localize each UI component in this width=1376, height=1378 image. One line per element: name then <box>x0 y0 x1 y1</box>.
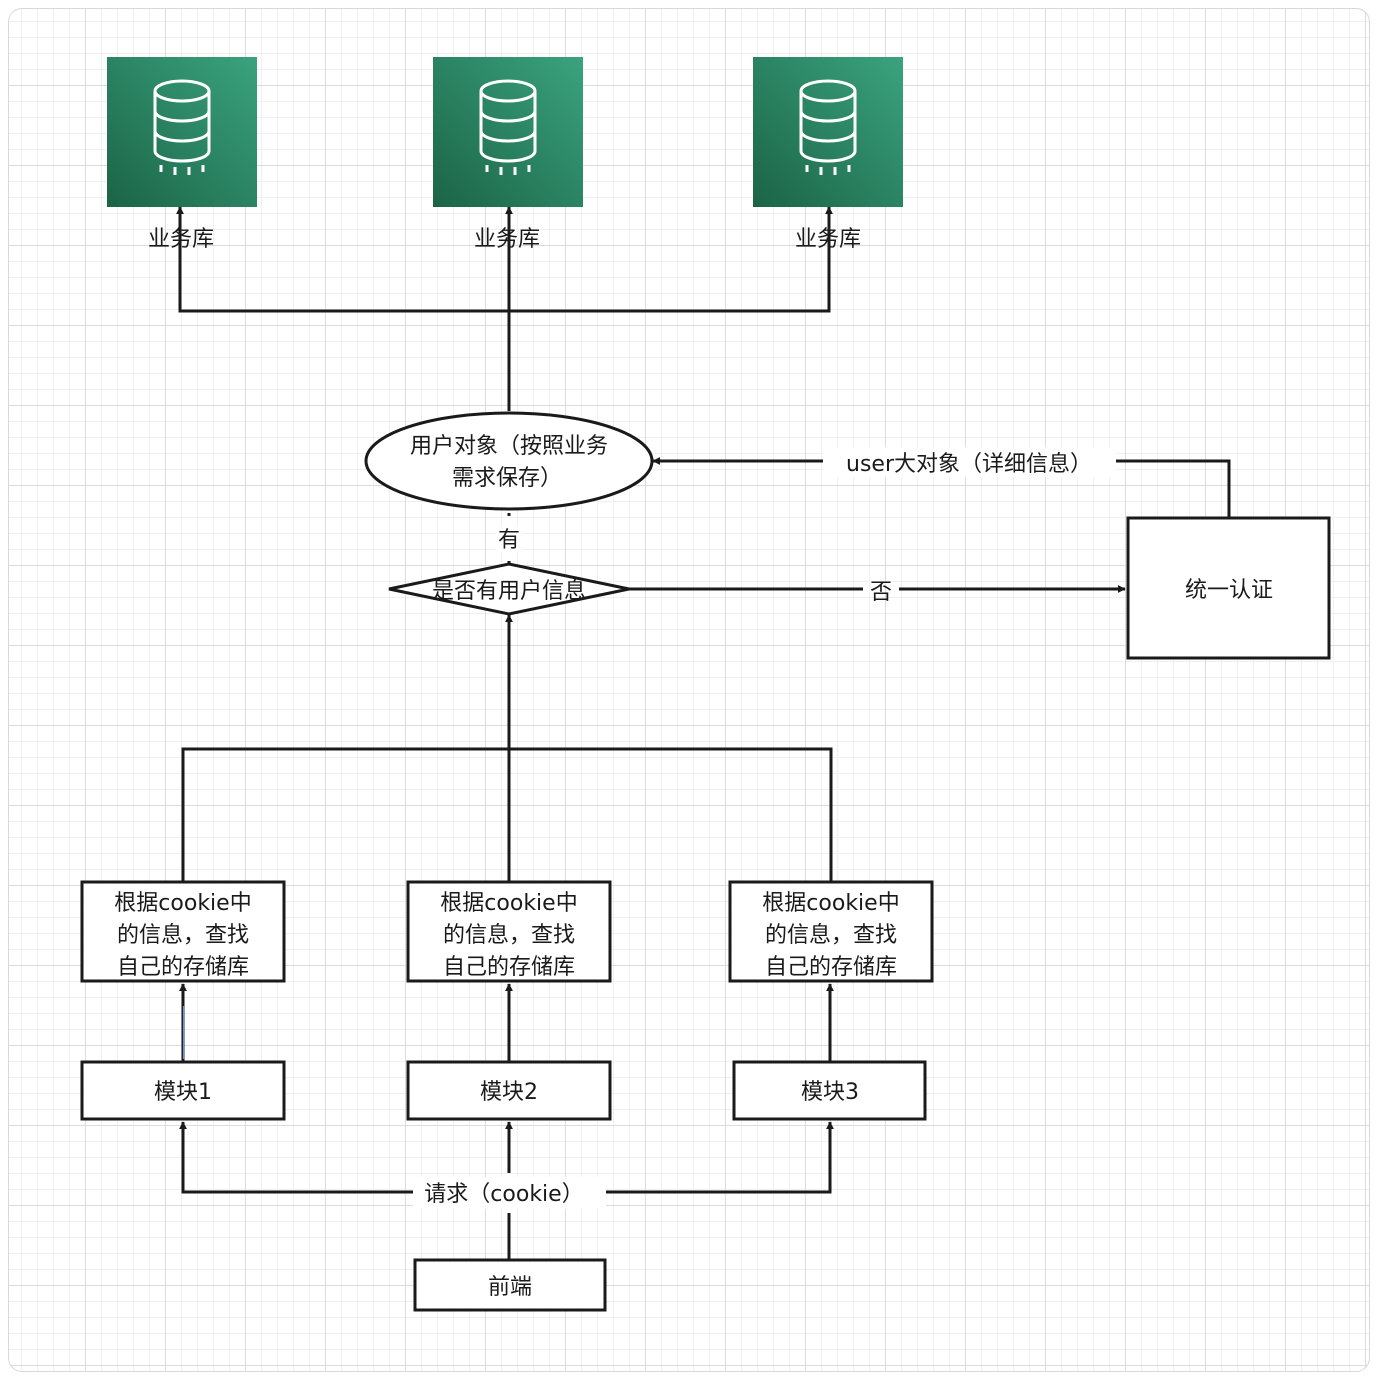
lookup-label-line2: 的信息，查找 <box>765 923 897 948</box>
user-object-node[interactable]: 用户对象（按照业务 需求保存） <box>364 411 654 511</box>
lookup-label-line1: 根据cookie中 <box>440 891 577 916</box>
module-node-1[interactable]: 模块1 <box>80 1060 286 1121</box>
lookup-label-line3: 自己的存储库 <box>443 955 575 980</box>
edge-label-user-big-object: user大对象（详细信息） <box>846 452 1092 477</box>
module-label: 模块1 <box>154 1080 212 1105</box>
database-node-3[interactable] <box>753 57 903 207</box>
decision-label: 是否有用户信息 <box>432 579 586 604</box>
diagram-canvas: 业务库 业务库 业务库 用户对象（按照业务 需求保存） user大对象（详细信息… <box>8 8 1370 1372</box>
edge-label-no: 否 <box>870 580 892 605</box>
edge-label-yes: 有 <box>498 528 520 553</box>
edge-auth-segment <box>1116 459 1231 518</box>
database-node-2[interactable] <box>433 57 583 207</box>
edge-request-to-module1 <box>179 1121 413 1194</box>
flowchart: 业务库 业务库 业务库 用户对象（按照业务 需求保存） user大对象（详细信息… <box>80 57 1331 1312</box>
frontend-label: 前端 <box>488 1275 532 1300</box>
database-label: 业务库 <box>795 227 861 252</box>
edge-userobject-to-db3 <box>509 206 833 313</box>
frontend-node[interactable]: 前端 <box>413 1258 607 1312</box>
lookup-node-1[interactable]: 根据cookie中 的信息，查找 自己的存储库 <box>80 880 286 983</box>
edge-lookups-bus <box>181 747 833 881</box>
lookup-label-line2: 的信息，查找 <box>117 923 249 948</box>
database-node-1[interactable] <box>107 57 257 207</box>
lookup-label-line1: 根据cookie中 <box>114 891 251 916</box>
edge-userobject-to-db1 <box>176 206 511 411</box>
unified-auth-node[interactable]: 统一认证 <box>1126 516 1331 660</box>
unified-auth-label: 统一认证 <box>1185 578 1273 603</box>
edge-label-request: 请求（cookie） <box>424 1182 583 1207</box>
database-label: 业务库 <box>474 227 540 252</box>
lookup-label-line1: 根据cookie中 <box>762 891 899 916</box>
module-label: 模块2 <box>480 1080 538 1105</box>
lookup-label-line2: 的信息，查找 <box>443 923 575 948</box>
lookup-node-3[interactable]: 根据cookie中 的信息，查找 自己的存储库 <box>728 880 934 983</box>
lookup-node-2[interactable]: 根据cookie中 的信息，查找 自己的存储库 <box>406 880 612 983</box>
edge-request-to-module3 <box>606 1121 834 1194</box>
user-object-label-line2: 需求保存） <box>452 466 562 491</box>
lookup-label-line3: 自己的存储库 <box>765 955 897 980</box>
database-label: 业务库 <box>148 227 214 252</box>
module-node-2[interactable]: 模块2 <box>406 1060 612 1121</box>
lookup-label-line3: 自己的存储库 <box>117 955 249 980</box>
module-node-3[interactable]: 模块3 <box>732 1060 927 1121</box>
decision-node[interactable]: 是否有用户信息 <box>388 562 630 616</box>
connectors <box>176 206 1231 1259</box>
module-label: 模块3 <box>801 1080 859 1105</box>
user-object-label-line1: 用户对象（按照业务 <box>410 434 608 459</box>
